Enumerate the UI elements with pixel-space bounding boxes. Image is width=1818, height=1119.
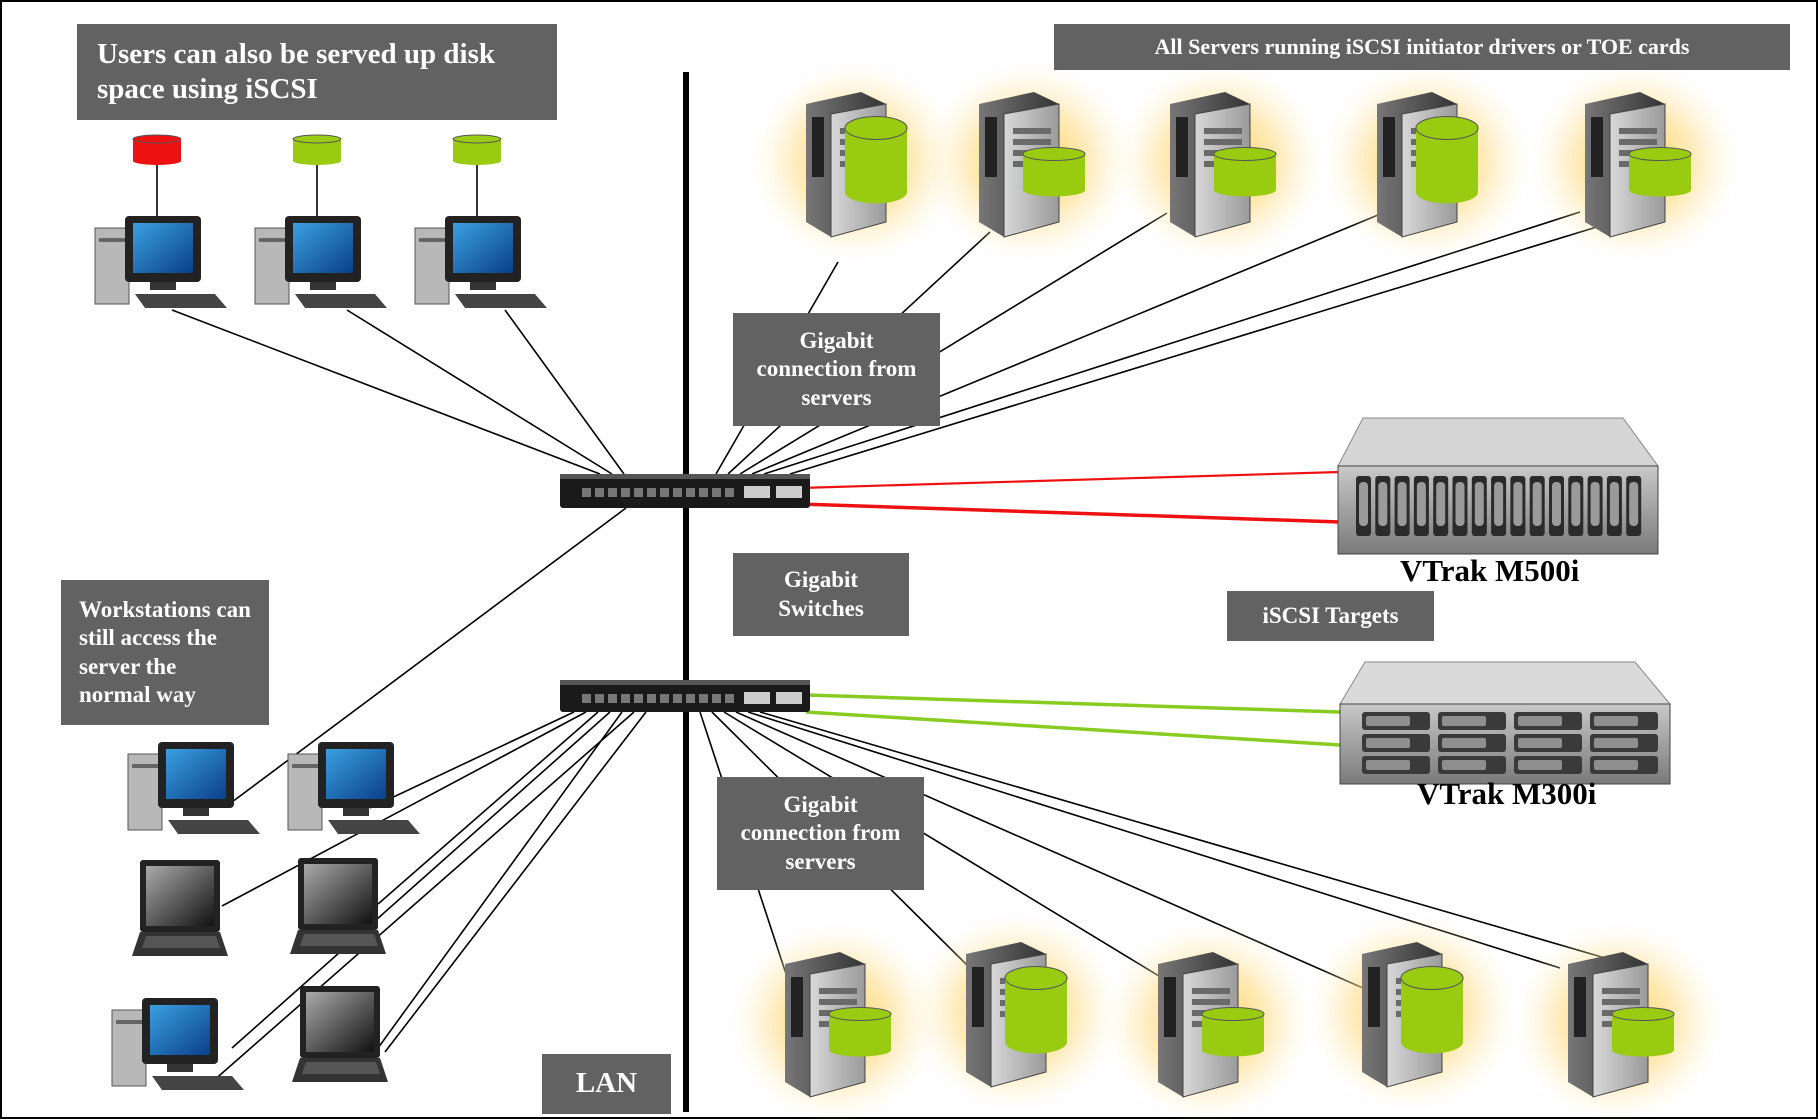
user-link-1 xyxy=(171,309,601,475)
iscsi-targets-label: iSCSI Targets xyxy=(1227,591,1434,641)
server-top-5 xyxy=(1530,62,1740,262)
m300i-link-1 xyxy=(805,693,1341,714)
lan-label: LAN xyxy=(542,1054,671,1114)
ws-link-2 xyxy=(221,711,587,907)
gigabit-switch-bottom xyxy=(560,680,810,712)
iscsi-user-desktop-2 xyxy=(254,216,387,308)
ws-link-5 xyxy=(377,711,623,1049)
server-link-top-3 xyxy=(739,212,1168,475)
sw1-workstation-link xyxy=(231,507,627,803)
workstation-laptop-2 xyxy=(290,858,386,954)
iscsi-user-desktop-1 xyxy=(94,216,227,308)
gigabit-switches-label: Gigabit Switches xyxy=(733,553,909,636)
network-links xyxy=(156,72,1613,1112)
server-top-2 xyxy=(924,62,1134,262)
user-link-2 xyxy=(346,309,613,475)
ws-link-7 xyxy=(384,711,647,1053)
gigabit-bottom-label: Gigabit connection from servers xyxy=(717,777,924,890)
vtrak-m500i-name: VTrak M500i xyxy=(1400,553,1580,588)
server-link-bottom-3 xyxy=(723,711,1183,991)
ws-link-6 xyxy=(211,711,635,1083)
m500i-link-2 xyxy=(799,502,1341,524)
server-link-top-6 xyxy=(789,225,1601,475)
iscsi-user-disk-1 xyxy=(132,134,182,165)
server-link-bottom-6 xyxy=(759,711,1613,961)
m300i-link-2 xyxy=(805,710,1341,747)
ws-link-1 xyxy=(369,711,575,809)
vtrak-m500i xyxy=(1337,417,1659,555)
workstation-desktop-3 xyxy=(111,998,244,1090)
iscsi-user-disk-3 xyxy=(452,134,502,165)
workstation-desktop-1 xyxy=(127,742,260,834)
ws-link-4 xyxy=(231,711,611,1049)
workstations-label: Workstations can still access the server… xyxy=(61,580,269,725)
ws-link-3 xyxy=(377,711,599,905)
iscsi-user-desktop-3 xyxy=(414,216,547,308)
workstation-desktop-2 xyxy=(287,742,420,834)
all-servers-label: All Servers running iSCSI initiator driv… xyxy=(1054,24,1790,70)
gigabit-top-label: Gigabit connection from servers xyxy=(733,313,940,426)
devices-layer xyxy=(94,62,1740,1119)
workstation-laptop-1 xyxy=(132,860,228,956)
iscsi-user-disk-2 xyxy=(292,134,342,165)
gigabit-switch-top xyxy=(560,474,810,508)
vtrak-m300i-name: VTrak M300i xyxy=(1417,776,1597,811)
user-link-3 xyxy=(504,309,625,475)
users-iscsi-label: Users can also be served up disk space u… xyxy=(77,24,557,120)
server-link-top-4 xyxy=(751,214,1379,475)
workstation-laptop-3 xyxy=(292,986,388,1082)
vtrak-m300i xyxy=(1339,661,1672,785)
m500i-link-1 xyxy=(799,470,1341,490)
